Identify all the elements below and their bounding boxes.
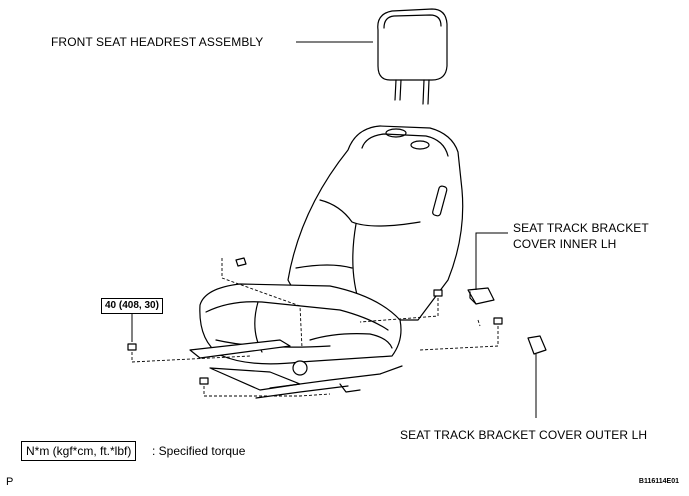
legend-unit-box: N*m (kgf*cm, ft.*lbf) [21, 441, 137, 461]
seat-back-drawing [287, 125, 464, 321]
inner-cover-label-line2: COVER INNER LH [513, 237, 617, 251]
headrest-label: FRONT SEAT HEADREST ASSEMBLY [51, 35, 264, 49]
torque-value-box: 40 (408, 30) [101, 298, 163, 314]
corner-letter: P [6, 476, 14, 488]
inner-bracket-cover-drawing [467, 287, 495, 305]
outer-cover-label: SEAT TRACK BRACKET COVER OUTER LH [400, 428, 648, 442]
alignment-lines [131, 258, 499, 397]
headrest-drawing [377, 8, 448, 105]
outer-bracket-cover-drawing [527, 335, 547, 355]
legend-description: : Specified torque [152, 444, 246, 458]
seat-track-drawing [189, 339, 403, 399]
inner-cover-label-line1: SEAT TRACK BRACKET [513, 221, 649, 235]
leader-lines [131, 41, 537, 418]
figure-id: B116114E01 [638, 478, 679, 485]
bolt-icons [127, 257, 503, 385]
